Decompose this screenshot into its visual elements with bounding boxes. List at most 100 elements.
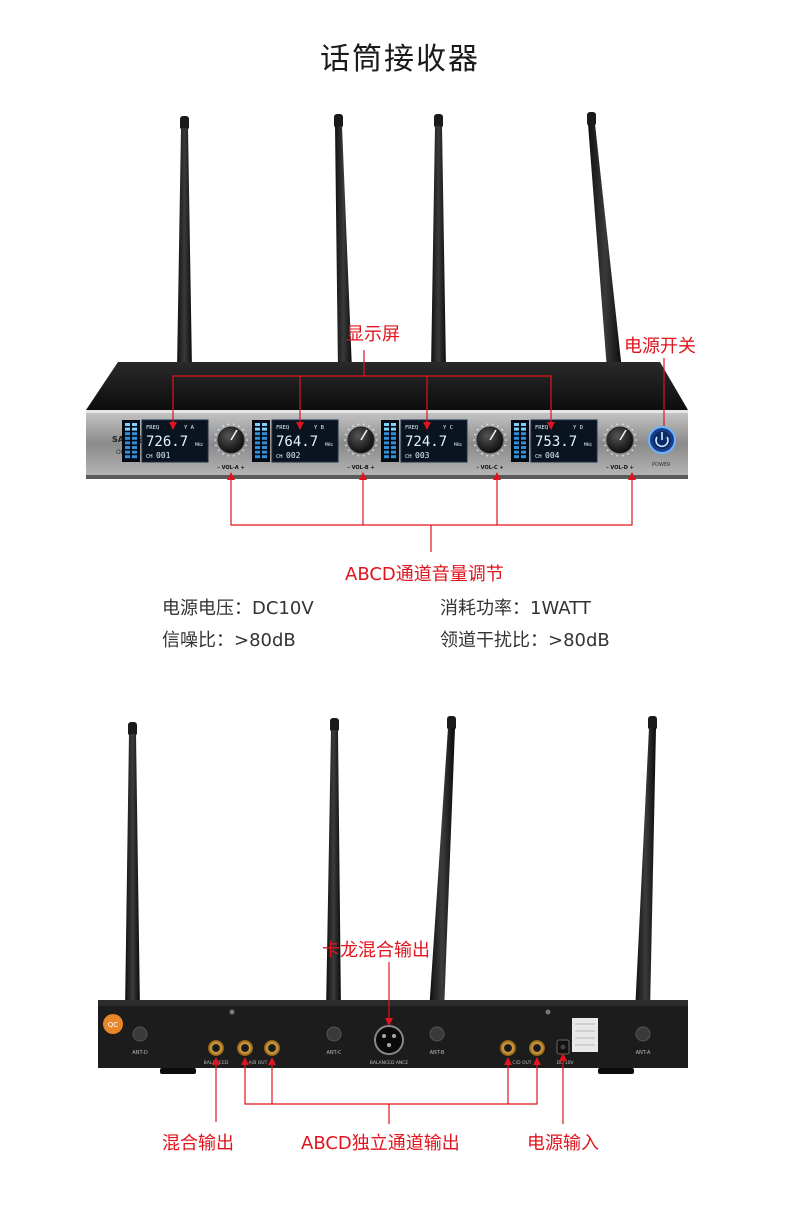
- chassis-top: [86, 362, 688, 410]
- freq-value: 764.7: [276, 434, 318, 450]
- meter-segment: [125, 423, 130, 426]
- freq-value: 724.7: [405, 434, 447, 450]
- c-out-jack[interactable]: [500, 1040, 516, 1056]
- meter-segment: [391, 450, 396, 454]
- meter-segment: [132, 432, 137, 436]
- channel-value: 002: [286, 451, 301, 460]
- knob-label: – VOL-B +: [347, 465, 374, 471]
- dc-label: DC-10V: [556, 1060, 574, 1066]
- meter-segment: [262, 450, 267, 454]
- freq-unit: MHz: [195, 442, 203, 448]
- meter-segment: [262, 427, 267, 431]
- rear-antenna-c: [326, 718, 341, 1012]
- meter-segment: [125, 436, 130, 440]
- meter-segment: [262, 436, 267, 440]
- meter-segment: [521, 446, 526, 449]
- lcd-screen: [530, 419, 598, 463]
- meter-segment: [262, 446, 267, 449]
- mix-out-jack[interactable]: [208, 1040, 224, 1056]
- meter-segment: [521, 436, 526, 440]
- freq-label: FREQ: [146, 425, 159, 431]
- freq-value: 726.7: [146, 434, 188, 450]
- spec-power: 消耗功率：1WATT: [440, 598, 591, 619]
- spec-crosstalk: 领道干扰比：>80dB: [440, 630, 610, 651]
- d-out-jack[interactable]: [529, 1040, 545, 1056]
- ant-c-label: ANT-C: [326, 1050, 342, 1056]
- meter-segment: [384, 441, 389, 445]
- meter-segment: [255, 436, 260, 440]
- ab-out-label: A/B OUT: [249, 1060, 268, 1066]
- ant-b-label: ANT-B: [430, 1050, 445, 1056]
- channel-label: CH: [146, 454, 153, 460]
- meter-segment: [125, 455, 130, 459]
- b-out-jack[interactable]: [264, 1040, 280, 1056]
- meter-segment: [125, 427, 130, 431]
- meter-segment: [255, 432, 260, 436]
- freq-label: FREQ: [276, 425, 289, 431]
- meter-segment: [521, 450, 526, 454]
- meter-segment: [255, 423, 260, 426]
- xlr-output-connector[interactable]: [374, 1025, 404, 1055]
- ant-a-label: ANT-A: [636, 1050, 651, 1056]
- meter-segment: [514, 441, 519, 445]
- power-switch-callout-label: 电源开关: [624, 336, 696, 357]
- meter-segment: [521, 427, 526, 431]
- meter-segment: [262, 455, 267, 459]
- antenna-indicator: Y C: [443, 425, 453, 431]
- volume-knob-c[interactable]: [473, 423, 507, 457]
- meter-segment: [125, 432, 130, 436]
- rear-callout-lines: [215, 962, 564, 1124]
- channel-label: CH: [535, 454, 542, 460]
- cd-out-label: C/D OUT: [512, 1060, 531, 1066]
- power-icon: [655, 436, 669, 448]
- front-antenna-c: [431, 114, 446, 370]
- lcd-screen: [271, 419, 339, 463]
- meter-segment: [514, 432, 519, 436]
- xlr-callout-label: 卡龙混合输出: [322, 940, 430, 961]
- meter-segment: [384, 423, 389, 426]
- meter-segment: [514, 427, 519, 431]
- channel-value: 004: [545, 451, 560, 460]
- knob-label: – VOL-C +: [476, 465, 503, 471]
- rear-antenna-d: [125, 722, 140, 1012]
- meter-segment: [132, 441, 137, 445]
- meter-segment: [384, 436, 389, 440]
- meter-segment: [514, 455, 519, 459]
- meter-segment: [255, 446, 260, 449]
- front-antenna-b: [334, 114, 352, 370]
- lcd-screen: [141, 419, 209, 463]
- antenna-indicator: Y A: [184, 425, 195, 431]
- abcd-output-callout-label: ABCD独立通道输出: [301, 1133, 460, 1154]
- qc-label: QC: [108, 1021, 119, 1029]
- volume-knob-d[interactable]: [603, 423, 637, 457]
- dc-input-jack[interactable]: [556, 1039, 570, 1055]
- spec-snr: 信噪比：>80dB: [162, 630, 296, 651]
- meter-segment: [514, 423, 519, 426]
- meter-segment: [384, 450, 389, 454]
- spec-voltage: 电源电压：DC10V: [162, 598, 314, 619]
- freq-label: FREQ: [405, 425, 418, 431]
- channel-value: 001: [156, 451, 171, 460]
- meter-segment: [514, 436, 519, 440]
- freq-label: FREQ: [535, 425, 548, 431]
- channel-label: CH: [276, 454, 283, 460]
- freq-unit: MHz: [325, 442, 333, 448]
- meter-segment: [255, 441, 260, 445]
- power-input-callout-label: 电源输入: [527, 1133, 599, 1154]
- volume-knob-a[interactable]: [214, 423, 248, 457]
- power-button[interactable]: [648, 426, 676, 454]
- front-antenna-a: [177, 116, 192, 370]
- volume-knob-b[interactable]: [344, 423, 378, 457]
- meter-segment: [521, 455, 526, 459]
- meter-segment: [125, 441, 130, 445]
- page-title: 话筒接收器: [320, 42, 480, 77]
- meter-segment: [521, 441, 526, 445]
- volume-callout-label: ABCD通道音量调节: [345, 564, 504, 585]
- rear-receiver-illustration: QC ANT-D ANT-C ANT-B ANT-A BALANCED A/B …: [98, 716, 688, 1124]
- knob-label: – VOL-D +: [606, 465, 634, 471]
- a-out-jack[interactable]: [237, 1040, 253, 1056]
- knob-label: – VOL-A +: [217, 465, 244, 471]
